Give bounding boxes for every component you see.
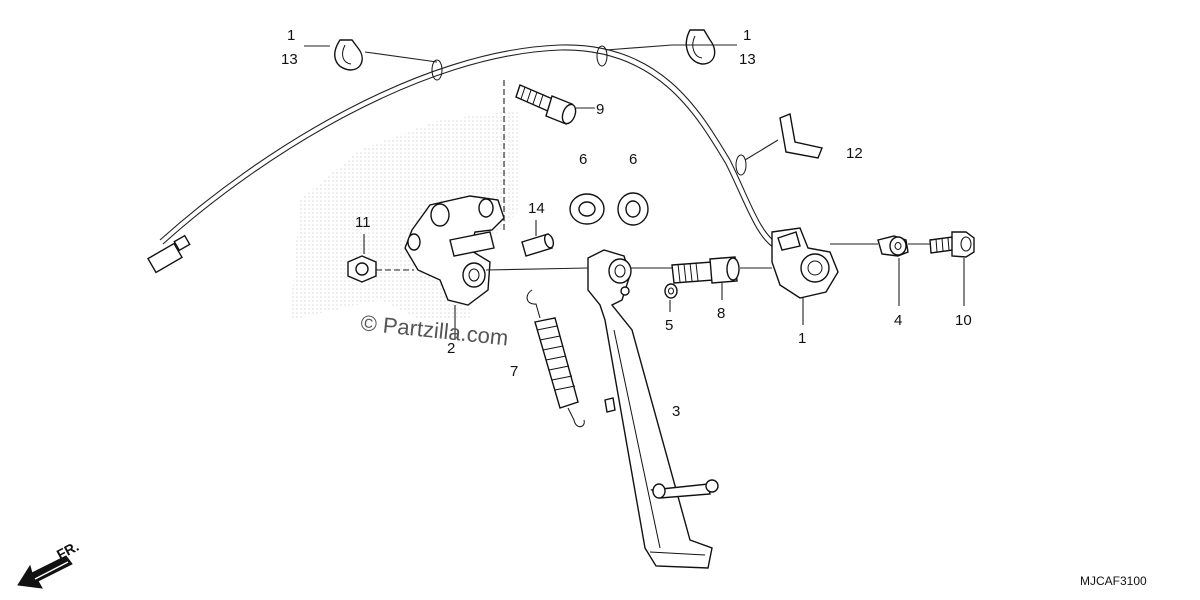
callout-8: 8 [717,305,725,322]
pin-14 [521,233,555,257]
diagram-code: MJCAF3100 [1080,574,1147,588]
clamp-right [685,29,716,65]
side-stand-switch-1 [771,227,839,299]
leader-lines [304,44,965,340]
washer-6a [569,193,605,225]
front-direction-label: FR. [54,538,81,563]
bolt-10 [929,231,975,258]
callout-9: 9 [596,101,604,118]
callout-13-right: 13 [739,51,756,68]
callout-6a: 6 [579,151,587,168]
callout-10: 10 [955,312,972,329]
bracket-12 [779,113,823,159]
connector [147,234,191,274]
collar-5 [664,283,678,299]
wire-harness [147,44,781,274]
callout-6b: 6 [629,151,637,168]
callout-1-right: 1 [743,27,751,44]
callout-labels: 1 13 1 13 9 12 6 6 14 11 2 7 5 8 1 4 10 … [281,27,972,420]
callout-4: 4 [894,312,902,329]
callout-11: 11 [355,214,371,231]
front-arrow: FR. [17,538,81,589]
callout-3: 3 [672,403,680,420]
washer-6b [617,192,649,226]
callout-1: 1 [798,330,806,347]
callout-5: 5 [665,317,673,334]
callout-12: 12 [846,145,863,162]
callout-1-left: 1 [287,27,295,44]
clamp-left [334,39,363,71]
callout-14: 14 [528,200,545,217]
collar-4 [877,235,909,257]
callout-13-left: 13 [281,51,298,68]
callout-7: 7 [510,363,518,380]
callout-2: 2 [447,340,455,357]
bracket-2 [404,195,505,306]
spring-7 [526,289,585,428]
bolt-9 [515,84,577,125]
side-stand-3 [587,249,719,569]
nut-11 [347,255,377,283]
bolt-8 [671,256,740,284]
